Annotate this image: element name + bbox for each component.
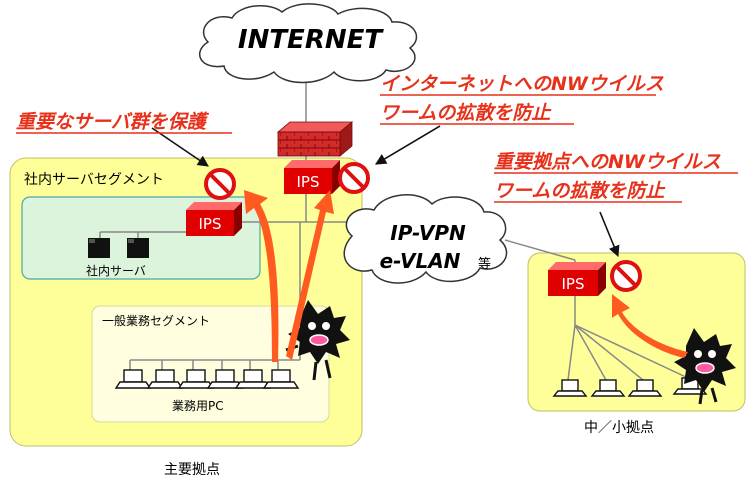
branch-site-label: 中／小拠点 <box>584 420 654 436</box>
main-site-label: 主要拠点 <box>164 462 220 478</box>
ips-device-internet: IPS <box>284 160 340 194</box>
laptop-icon <box>177 369 215 389</box>
firewall-icon <box>276 121 354 157</box>
attack-arrow-branch <box>612 294 688 358</box>
callout-prevent-main-line1: 重要拠点へのNWウイルス <box>494 151 721 173</box>
server-segment-label: 社内サーバセグメント <box>24 172 164 188</box>
callout-arrow-servers <box>151 127 209 167</box>
virus-icon-main <box>285 300 350 381</box>
vpn-label-line2: e-VLAN <box>380 249 461 273</box>
ips-label-branch: IPS <box>562 275 585 293</box>
callout-arrow-internet <box>375 125 441 165</box>
attack-arrow-server <box>244 190 279 362</box>
server-icon <box>127 238 149 258</box>
laptop-icon <box>552 379 588 397</box>
laptop-icon <box>627 379 663 397</box>
attack-arrow-internet <box>286 190 334 360</box>
callout-protect-servers-text: 重要なサーバ群を保護 <box>16 111 210 133</box>
laptop-icon <box>262 369 300 389</box>
callout-prevent-internet-line1: インターネットへのNWウイルス <box>380 73 664 95</box>
ips-device-server: IPS <box>186 202 242 236</box>
ips-device-branch: IPS <box>548 262 606 296</box>
callout-arrow-branch <box>599 211 620 258</box>
callout-protect-servers: 重要なサーバ群を保護 <box>16 111 232 134</box>
business-segment-box <box>91 305 330 423</box>
internet-cloud: INTERNET <box>198 3 418 84</box>
prohibit-icon-branch <box>610 260 642 292</box>
prohibit-icon-internet <box>338 162 370 194</box>
vpn-label-suffix: 等 <box>478 256 491 272</box>
business-pcs <box>114 369 300 389</box>
ips-label-internet: IPS <box>297 173 320 191</box>
laptop-icon <box>672 377 708 395</box>
callout-prevent-main: 重要拠点へのNWウイルス ワームの拡散を防止 <box>494 151 738 203</box>
callout-prevent-internet: インターネットへのNWウイルス ワームの拡散を防止 <box>380 73 664 125</box>
ips-label-server: IPS <box>199 215 222 233</box>
business-segment-label: 一般業務セグメント <box>102 313 210 328</box>
internal-server-label: 社内サーバ <box>86 263 146 278</box>
laptop-icon <box>234 369 272 389</box>
attack-arrows <box>244 190 688 362</box>
vpn-cloud: IP-VPN e-VLAN 等 <box>343 194 508 284</box>
server-icon <box>88 238 110 258</box>
callout-prevent-main-line2: ワームの拡散を防止 <box>494 180 666 202</box>
virus-icon-branch <box>674 328 736 405</box>
callout-prevent-internet-line2: ワームの拡散を防止 <box>380 102 552 124</box>
internet-label: INTERNET <box>238 25 384 55</box>
laptop-icon <box>590 379 626 397</box>
business-pc-label: 業務用PC <box>172 399 224 413</box>
vpn-label-line1: IP-VPN <box>390 221 466 245</box>
branch-pcs <box>552 377 708 397</box>
prohibit-icon-servers <box>204 168 236 200</box>
